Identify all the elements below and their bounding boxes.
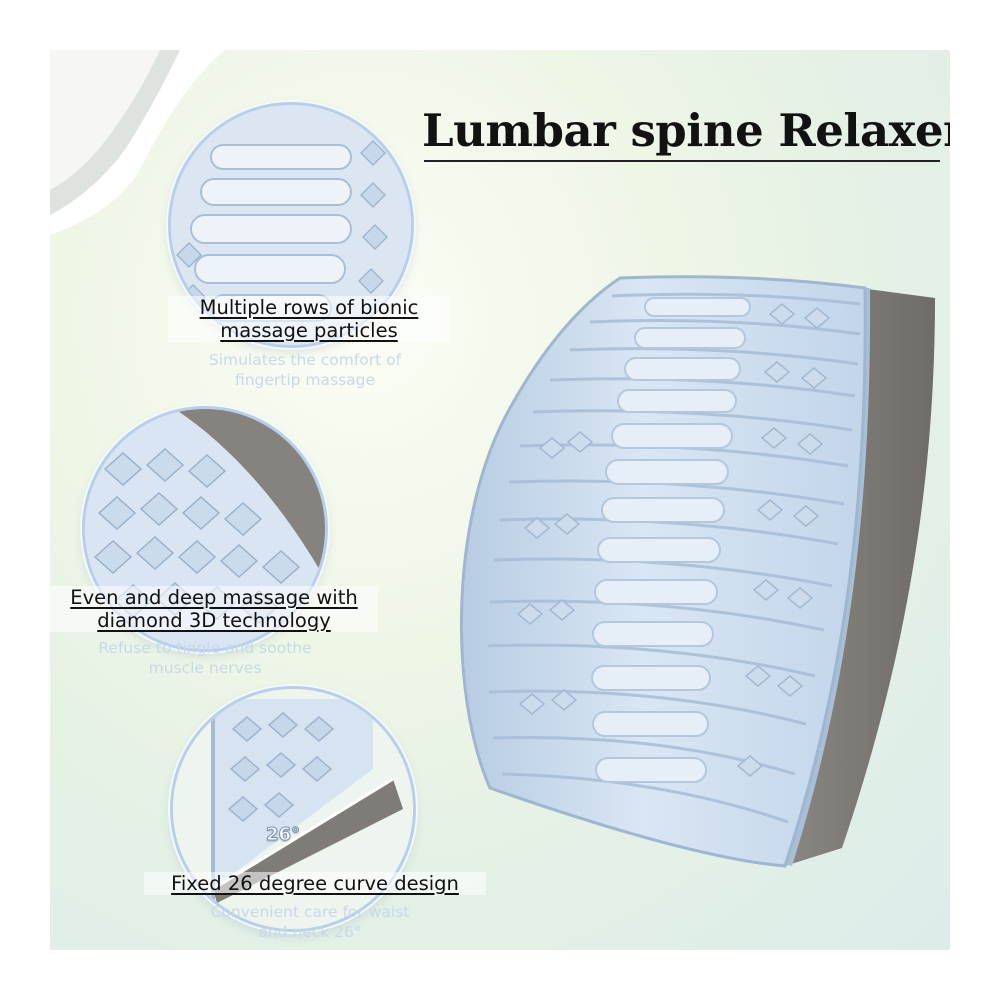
- feature-2-heading-line1: Even and deep massage with: [70, 586, 358, 609]
- title-underline: [424, 160, 940, 162]
- feature-3-description-line1: Convenient care for waist: [210, 903, 410, 921]
- feature-3-description: Convenient care for waist and neck 26°: [170, 902, 450, 942]
- feature-2-description-line2: muscle nerves: [148, 659, 262, 677]
- page-title: Lumbar spine Relaxer: [422, 104, 950, 157]
- feature-3-heading-line1: Fixed 26 degree curve design: [171, 872, 459, 895]
- page-curl-decoration: [50, 50, 225, 235]
- product-banner: Lumbar spine Relaxer: [50, 50, 950, 950]
- feature-2-heading: Even and deep massage with diamond 3D te…: [50, 586, 378, 632]
- feature-1-description: Simulates the comfort of fingertip massa…: [170, 350, 440, 390]
- curve-angle-closeup-image: [170, 686, 416, 932]
- feature-2-heading-line2: diamond 3D technology: [97, 609, 331, 632]
- feature-2-description-line1: Refuse to tingle and soothe: [98, 639, 312, 657]
- curve-angle-badge: 26°: [265, 824, 301, 846]
- feature-2-description: Refuse to tingle and soothe muscle nerve…: [60, 638, 350, 678]
- feature-3-description-line2: and neck 26°: [258, 923, 362, 941]
- feature-3-heading: Fixed 26 degree curve design: [144, 872, 486, 895]
- feature-1-heading-line2: massage particles: [220, 319, 398, 342]
- feature-1-heading-line1: Multiple rows of bionic: [199, 296, 419, 319]
- lumbar-relaxer-product-image: [460, 275, 935, 868]
- feature-1-description-line1: Simulates the comfort of: [208, 351, 402, 369]
- feature-1-heading: Multiple rows of bionic massage particle…: [168, 296, 450, 342]
- feature-1-description-line2: fingertip massage: [234, 371, 376, 389]
